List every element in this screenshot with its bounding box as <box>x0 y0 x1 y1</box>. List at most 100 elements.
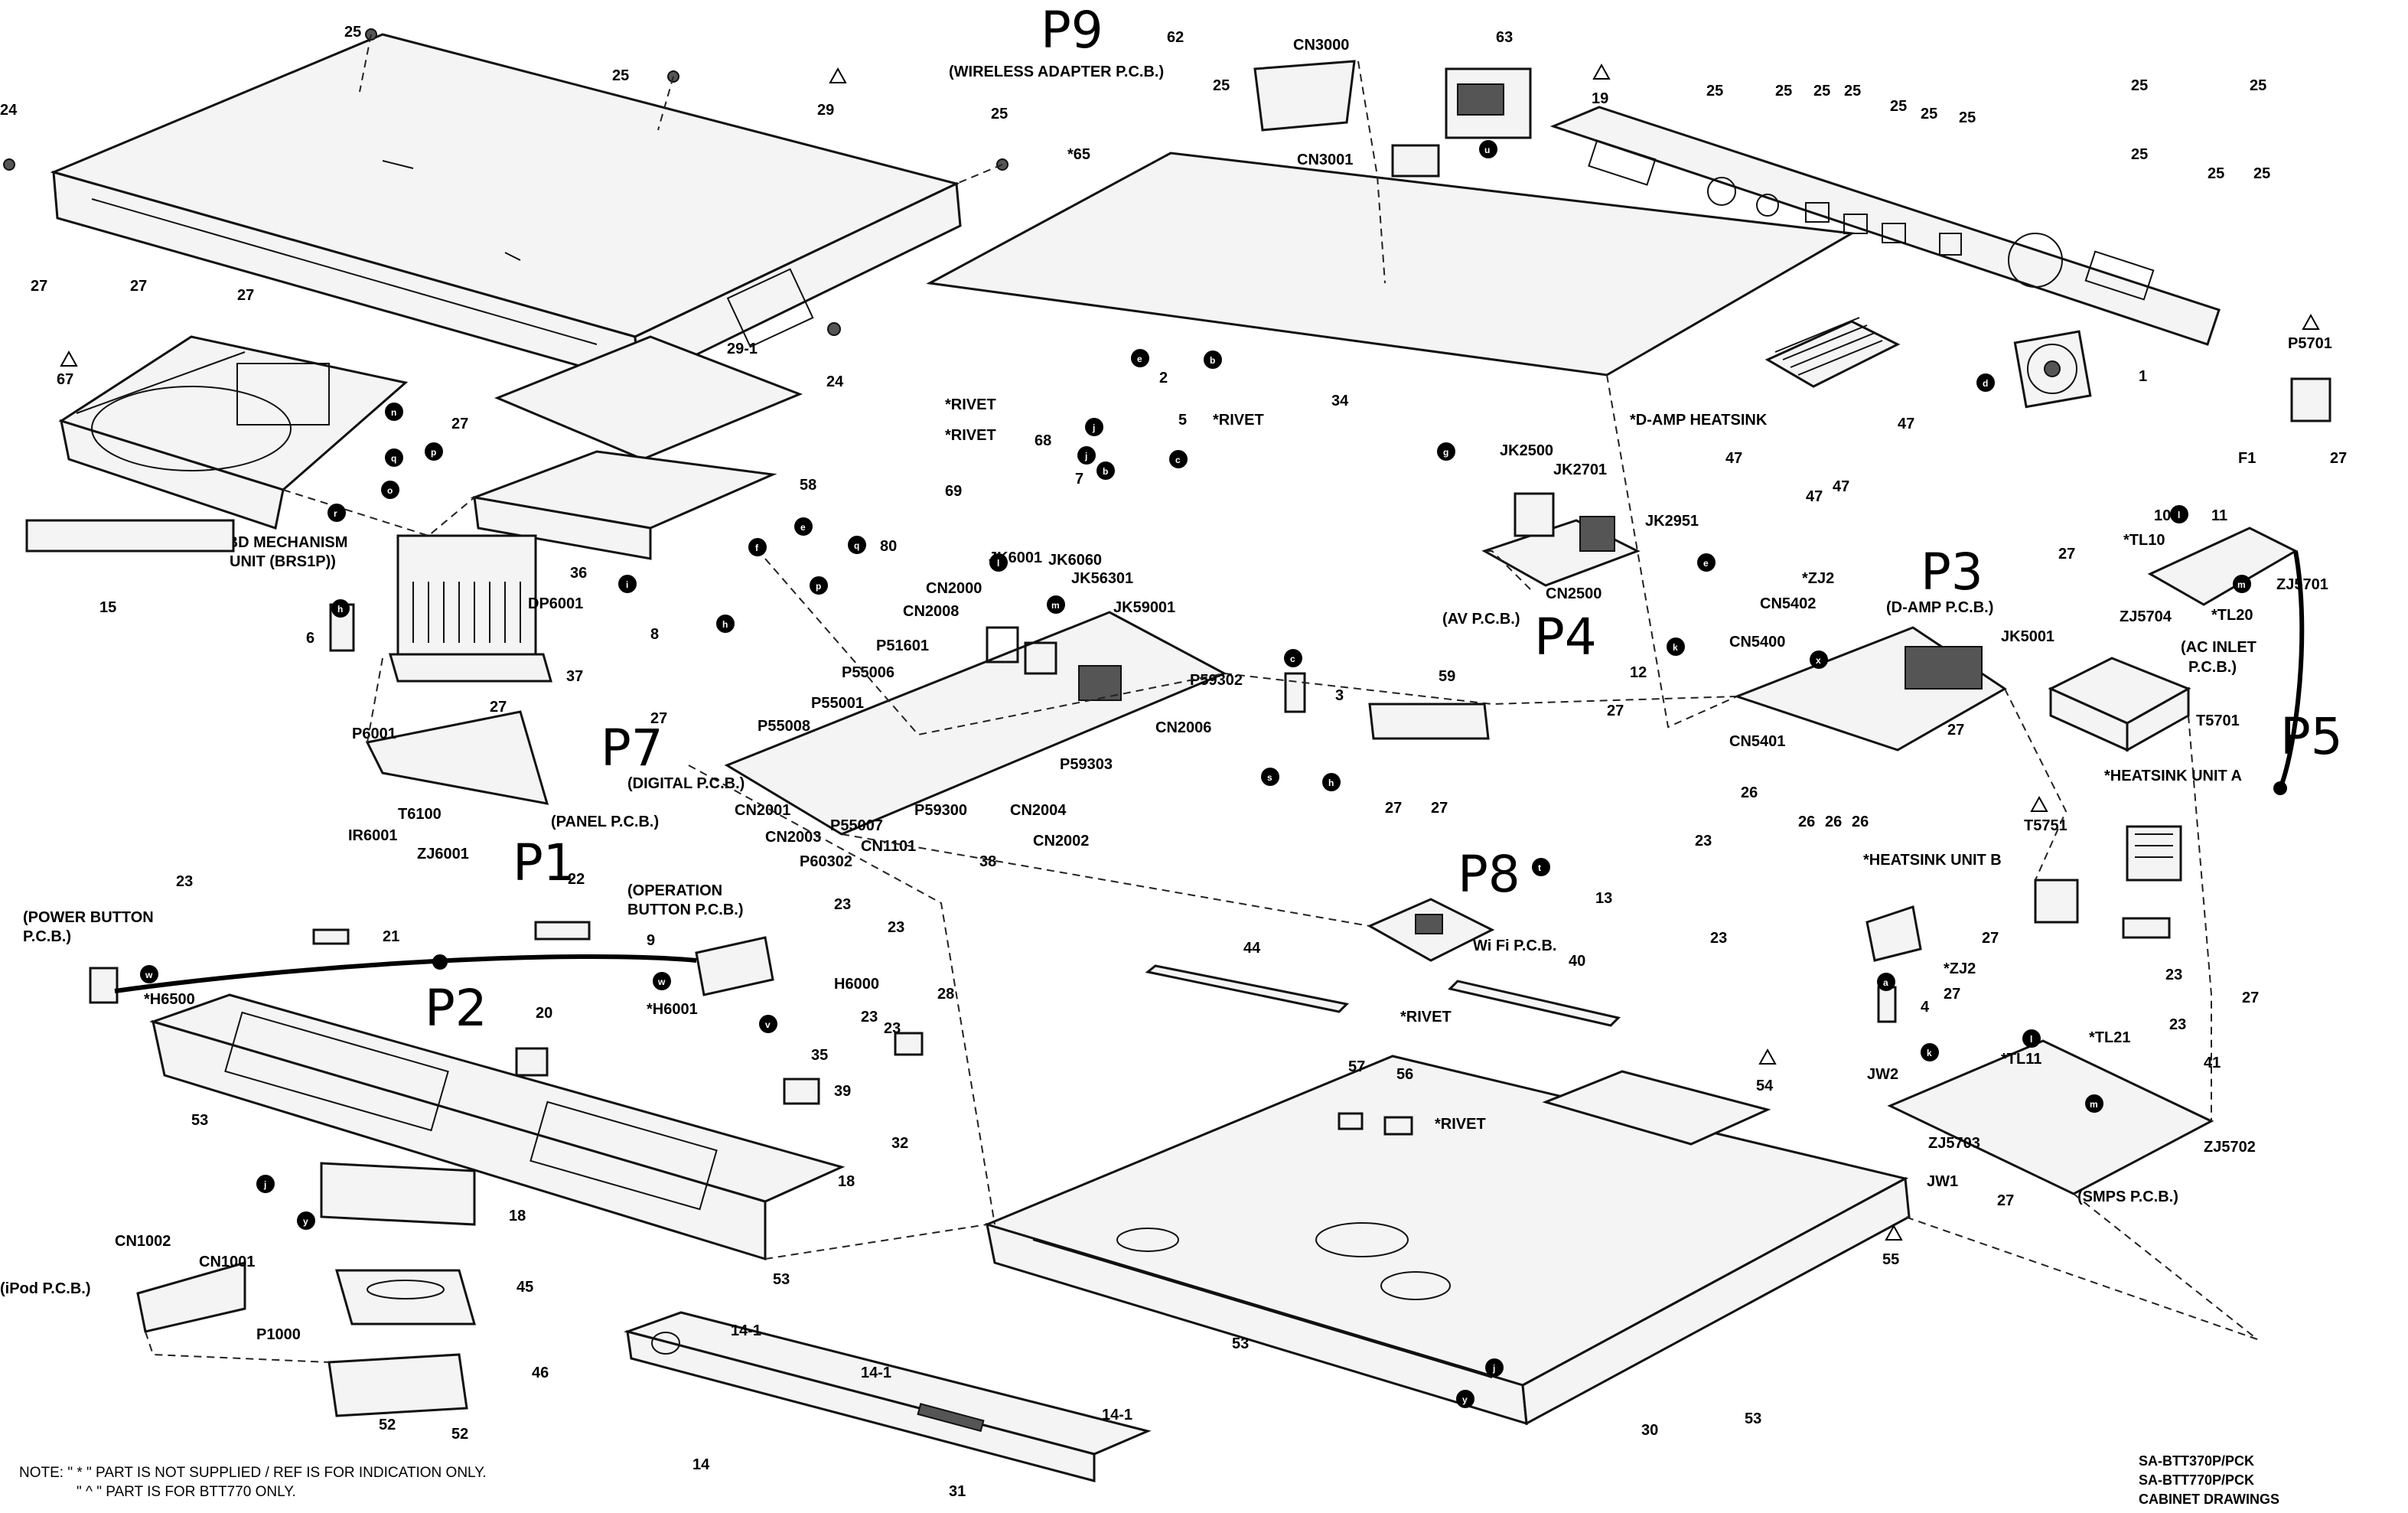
label-ac-inlet-1: (AC INLET <box>2181 639 2256 656</box>
marker-m-b-text: m <box>2237 579 2246 590</box>
part-22 <box>534 921 591 941</box>
label-27-h: 27 <box>1947 722 1964 739</box>
label-57: 57 <box>1348 1058 1365 1075</box>
part-63 <box>1445 67 1532 139</box>
warning-icon <box>1592 63 1611 80</box>
marker-j-d-text: j <box>1492 1363 1495 1374</box>
label-62: 62 <box>1167 29 1184 46</box>
marker-c-a-text: c <box>1175 455 1181 465</box>
marker-d-a <box>1976 373 1995 392</box>
leader-digital-to-wifi <box>841 833 1370 927</box>
warning-icon <box>829 67 847 83</box>
marker-y-a <box>297 1211 315 1230</box>
label-jw1: JW1 <box>1927 1173 1958 1190</box>
handwritten-p4: P4 <box>1534 608 1597 667</box>
marker-n-a <box>385 403 403 421</box>
label-15: 15 <box>99 599 116 616</box>
label-jk2500: JK2500 <box>1500 442 1553 459</box>
ipod-dock-base-46 <box>327 1353 468 1417</box>
label-25-n: 25 <box>2131 146 2148 163</box>
note-line-1: NOTE: " * " PART IS NOT SUPPLIED / REF I… <box>19 1465 487 1481</box>
label-ac-inlet-2: P.C.B.) <box>2188 659 2237 676</box>
label-jk59001: JK59001 <box>1113 599 1175 616</box>
marker-m-b <box>2233 575 2251 593</box>
marker-c-a <box>1169 450 1188 468</box>
label-23-a: 23 <box>1695 833 1712 849</box>
t5751-transformer <box>2034 879 2079 924</box>
label-27-p: 27 <box>1431 800 1448 817</box>
label-tl21: *TL21 <box>2089 1029 2130 1046</box>
label-dp6001: DP6001 <box>528 595 583 612</box>
display-window-18 <box>320 1162 476 1226</box>
label-cn2004: CN2004 <box>1010 802 1067 819</box>
label-digital-pcb: (DIGITAL P.C.B.) <box>627 775 745 792</box>
label-p59302: P59302 <box>1190 672 1243 689</box>
marker-e-c <box>1697 553 1716 572</box>
label-53-c: 53 <box>191 1112 208 1129</box>
label-47-c: 47 <box>1806 488 1823 505</box>
marker-h-a-text: h <box>337 604 343 615</box>
screw-24 <box>827 322 841 336</box>
insulation-sheet-65 <box>926 152 1856 377</box>
label-heatsink-a: *HEATSINK UNIT A <box>2104 768 2242 784</box>
wifi-module-chip <box>1415 914 1443 934</box>
marker-e-c-text: e <box>1703 558 1709 569</box>
marker-l-b <box>2170 505 2188 523</box>
marker-s-a <box>1261 768 1279 786</box>
label-14-1-b: 14-1 <box>861 1365 891 1381</box>
label-27-l: 27 <box>1944 986 1960 1003</box>
marker-k-b <box>1921 1043 1939 1061</box>
label-cn1002: CN1002 <box>115 1233 171 1250</box>
label-24-b: 24 <box>826 373 844 390</box>
marker-i-a <box>618 575 637 593</box>
marker-t-a-text: t <box>1538 862 1541 873</box>
label-25-a: 25 <box>344 24 361 41</box>
label-cn2002: CN2002 <box>1033 833 1089 849</box>
leader-bd-to-drive <box>282 489 475 537</box>
label-25-g: 25 <box>1813 83 1830 99</box>
cooling-fan <box>2013 330 2092 409</box>
label-tl11: *TL11 <box>2001 1051 2041 1068</box>
model-line-1: SA-BTT370P/PCK <box>2139 1453 2254 1469</box>
heatsink-dp6001 <box>389 534 552 683</box>
marker-a-a-text: a <box>1883 977 1888 988</box>
label-rivet-a: *RIVET <box>945 396 996 413</box>
label-25-l: 25 <box>2131 77 2148 94</box>
bracket-44 <box>1145 964 1350 1013</box>
label-27-a: 27 <box>31 278 47 295</box>
label-47-a: 47 <box>1898 416 1914 432</box>
warning-icon <box>1758 1048 1777 1065</box>
label-26-a: 26 <box>1741 784 1758 801</box>
marker-j-b-text: j <box>1084 451 1087 461</box>
leader-av-pcb <box>1484 550 1531 590</box>
label-wifi-pcb: Wi Fi P.C.B. <box>1473 937 1556 954</box>
label-36: 36 <box>570 565 587 582</box>
label-18-b: 18 <box>509 1208 526 1224</box>
smps-pcb <box>1887 1039 2214 1195</box>
marker-n-a-text: n <box>391 407 396 418</box>
marker-l-c <box>2022 1029 2041 1048</box>
leader-front-to-chassis <box>764 1224 988 1260</box>
marker-q-b <box>848 536 866 554</box>
bracket-40 <box>1448 980 1621 1027</box>
label-29: 29 <box>817 102 834 119</box>
label-34: 34 <box>1331 393 1349 409</box>
label-25-o: 25 <box>2208 165 2224 182</box>
label-25-e: 25 <box>1706 83 1723 99</box>
label-p51601: P51601 <box>876 637 929 654</box>
label-32: 32 <box>891 1135 908 1152</box>
label-cn1001: CN1001 <box>199 1254 255 1270</box>
label-20: 20 <box>536 1005 552 1022</box>
part-56 <box>1383 1116 1413 1136</box>
marker-l-a-text: l <box>997 558 999 569</box>
label-55: 55 <box>1882 1251 1899 1268</box>
marker-b-b-text: b <box>1103 466 1108 477</box>
warning-icon <box>1885 1224 1903 1241</box>
marker-u-a-text: u <box>1484 145 1490 155</box>
label-zj5704: ZJ5704 <box>2120 608 2172 625</box>
marker-r-a <box>327 504 346 522</box>
label-smps-pcb: (SMPS P.C.B.) <box>2077 1189 2178 1205</box>
label-rivet-b: *RIVET <box>1213 412 1264 429</box>
handwritten-p7: P7 <box>601 719 663 778</box>
label-23-b: 23 <box>1710 930 1727 947</box>
